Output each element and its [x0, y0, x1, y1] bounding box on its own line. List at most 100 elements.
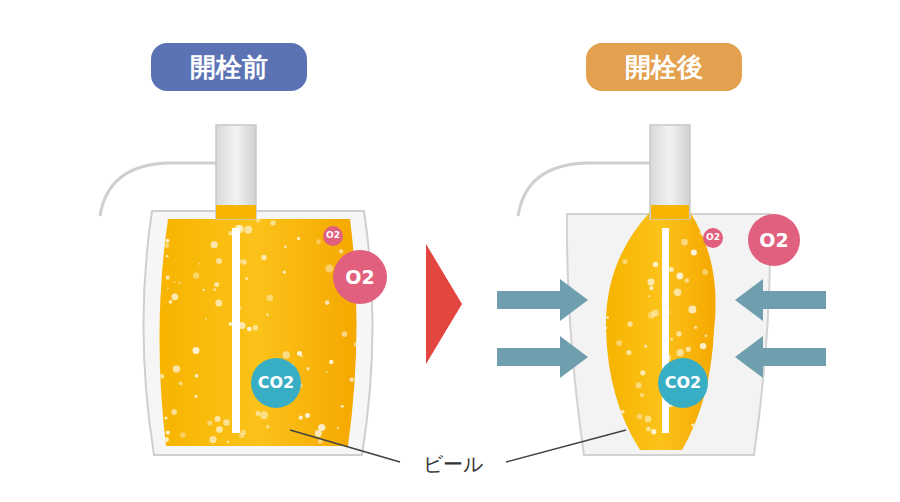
bubble	[160, 374, 164, 378]
state-badge: 開栓後	[586, 43, 742, 91]
bubble	[646, 427, 651, 432]
bubble	[256, 411, 261, 416]
bubble	[691, 423, 694, 426]
molecule-label: CO2	[258, 374, 294, 392]
bubble	[297, 237, 300, 240]
bubble	[245, 277, 248, 280]
bubble	[604, 386, 606, 388]
bubble	[350, 377, 354, 381]
bubble	[205, 318, 207, 320]
bubble	[326, 371, 328, 373]
molecule-label: CO2	[665, 374, 701, 392]
bubble	[686, 347, 691, 352]
oxygen-molecule: O2	[748, 214, 800, 266]
beer-in-neck	[216, 205, 256, 219]
bubble	[284, 245, 287, 248]
bubble	[203, 289, 205, 291]
bubble	[684, 278, 689, 283]
bubble	[604, 326, 607, 329]
bubble	[329, 360, 333, 364]
oxygen-molecule: O2	[323, 226, 343, 246]
bubble	[616, 340, 622, 346]
molecule-label: O2	[706, 233, 720, 243]
bubble	[702, 269, 708, 275]
beer-in-neck	[651, 205, 689, 219]
bubble	[315, 430, 322, 437]
badge-text: 開栓後	[625, 53, 703, 82]
bubble	[266, 425, 269, 428]
bubble	[644, 345, 647, 348]
bubble	[165, 223, 168, 226]
bubble	[653, 262, 659, 268]
bubble	[342, 331, 348, 337]
bubble	[166, 430, 170, 434]
molecule-label: O2	[326, 231, 340, 241]
tap-neck	[650, 125, 690, 219]
bubble	[270, 220, 275, 225]
bubble	[297, 351, 302, 356]
bubble	[227, 441, 229, 443]
bubble	[213, 288, 216, 291]
bubble	[178, 282, 180, 284]
bubble	[193, 347, 200, 354]
bubble	[216, 426, 223, 433]
beer-fill	[159, 219, 356, 446]
shape-fill	[333, 250, 387, 304]
bubble	[700, 343, 706, 349]
container-outline	[143, 211, 372, 455]
bubble	[241, 259, 246, 264]
bubble	[199, 263, 201, 265]
bubble	[622, 259, 627, 264]
bubble	[166, 276, 170, 280]
bubble	[694, 326, 697, 329]
bubble	[306, 367, 309, 370]
bubble	[283, 351, 290, 358]
bubble	[648, 312, 655, 319]
bubble	[164, 416, 167, 419]
state-badge: 開栓前	[151, 43, 307, 91]
bubble	[216, 258, 222, 264]
part-label: ビール	[420, 452, 486, 476]
bubble	[266, 314, 268, 316]
bubble	[165, 239, 169, 243]
pressure-arrows	[497, 279, 826, 378]
bubble	[697, 444, 700, 447]
co2-molecule: CO2	[251, 358, 301, 408]
bubble	[171, 409, 177, 415]
bubble	[211, 241, 218, 248]
bubble	[239, 433, 244, 438]
shape-fill	[586, 43, 742, 91]
bubble	[173, 365, 180, 372]
bubble	[640, 393, 644, 397]
tap-handle	[518, 163, 652, 216]
beer-fill	[606, 212, 716, 450]
bubble	[671, 338, 673, 340]
bubble	[193, 272, 199, 278]
bubble	[354, 342, 358, 346]
shape-fill	[323, 226, 343, 246]
shape-fill	[151, 43, 307, 91]
bubble	[674, 289, 682, 297]
bubble	[648, 279, 655, 286]
bubble	[169, 300, 173, 304]
bubble	[606, 316, 609, 319]
bubble	[651, 429, 656, 434]
bubble	[691, 250, 697, 256]
bubble	[167, 287, 169, 289]
bubble	[244, 226, 252, 234]
bubble	[325, 265, 333, 273]
bubble	[676, 331, 681, 336]
bubble	[648, 295, 650, 297]
co2-molecule: CO2	[658, 358, 708, 408]
bubble	[261, 255, 266, 260]
bubble	[645, 416, 652, 423]
bubble	[215, 416, 221, 422]
leader-line	[506, 430, 626, 462]
bubble	[253, 325, 258, 330]
bubble	[172, 294, 179, 301]
shape-fill	[658, 358, 708, 408]
shape-fill	[748, 214, 800, 266]
bubble	[207, 421, 212, 426]
bubble	[165, 243, 170, 248]
bubble	[640, 370, 645, 375]
